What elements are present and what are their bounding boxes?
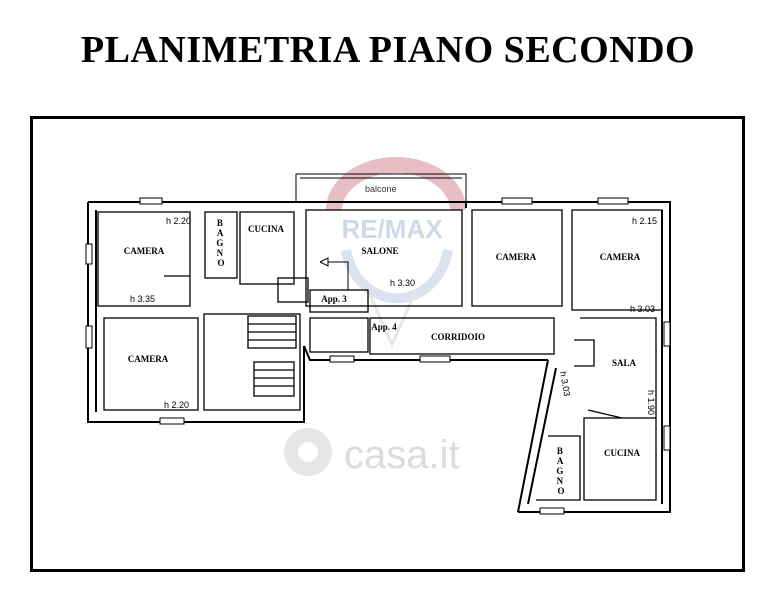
room-bagno-bottom: B A G N O xyxy=(556,446,565,496)
stair-arrow xyxy=(319,257,349,290)
bagno-top-letter: N xyxy=(217,248,224,258)
room-camera-top-right-1: CAMERA xyxy=(496,252,537,262)
room-bagno-top: B A G N O xyxy=(216,218,225,268)
height-salone: h 3.30 xyxy=(390,278,415,288)
height-camera-tr2-bottom: h 3.03 xyxy=(630,304,655,314)
bagno-br-letter: B xyxy=(557,446,563,456)
room-sala: SALA xyxy=(612,358,637,368)
room-cucina-top: CUCINA xyxy=(248,224,285,234)
room-cucina-bottom-right: CUCINA xyxy=(604,448,641,458)
height-camera-tr2-top: h 2.15 xyxy=(632,216,657,226)
remax-watermark: RE/MAX xyxy=(326,157,466,349)
height-camera-bl: h 2.20 xyxy=(164,400,189,410)
outer-walls xyxy=(87,201,671,513)
bagno-br-letter: N xyxy=(557,476,564,486)
bagno-top-letter: G xyxy=(216,238,223,248)
bagno-br-letter: G xyxy=(556,466,563,476)
room-salone: SALONE xyxy=(361,246,398,256)
room-app4: App. 4 xyxy=(371,322,397,332)
room-camera-top-right-2: CAMERA xyxy=(600,252,641,262)
room-camera-bottom-left: CAMERA xyxy=(128,354,169,364)
height-camera-tl-bottom: h 3.35 xyxy=(130,294,155,304)
height-sala: h 1.90 xyxy=(646,390,656,415)
height-diagonal: h 3.03 xyxy=(558,371,572,397)
plan-frame xyxy=(30,116,745,572)
casa-watermark: casa.it xyxy=(284,428,460,477)
bagno-top-letter: O xyxy=(217,258,224,268)
height-camera-tl-top: h 2.20 xyxy=(166,216,191,226)
room-corridoio: CORRIDOIO xyxy=(431,332,485,342)
remax-logo-text: RE/MAX xyxy=(341,214,443,244)
bagno-br-letter: O xyxy=(557,486,564,496)
bagno-top-letter: A xyxy=(217,228,224,238)
room-app3: App. 3 xyxy=(321,294,347,304)
page-title: PLANIMETRIA PIANO SECONDO xyxy=(80,29,696,71)
bagno-br-letter: A xyxy=(557,456,564,466)
interior-walls xyxy=(97,209,663,501)
balcone-label: balcone xyxy=(365,184,397,194)
room-camera-top-left: CAMERA xyxy=(124,246,165,256)
windows xyxy=(85,197,671,515)
bagno-top-letter: B xyxy=(217,218,223,228)
casa-logo-text: casa.it xyxy=(344,433,460,477)
